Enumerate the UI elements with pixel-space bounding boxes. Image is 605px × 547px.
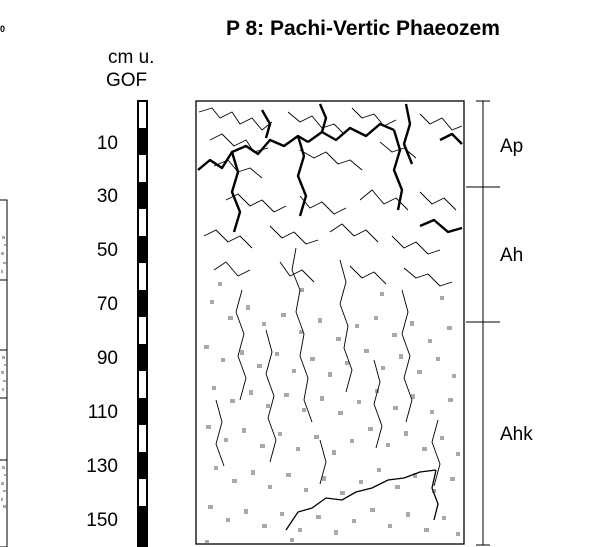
depth-tick-label: 110	[87, 402, 118, 423]
profile-title: P 8: Pachi-Vertic Phaeozem	[226, 17, 500, 40]
fine-cracks	[198, 107, 463, 487]
depth-tick-label: 90	[96, 348, 118, 369]
depth-tick-label: 130	[86, 456, 118, 477]
depth-tick-label: 50	[96, 240, 118, 261]
horizon-label-ah: Ah	[500, 245, 524, 266]
profile-frame	[195, 100, 465, 545]
depth-unit-label-line1: cm u.	[108, 47, 155, 68]
carbonate-speckles	[204, 282, 460, 543]
horizon-label-ahk: Ahk	[500, 424, 533, 445]
base-crack	[285, 469, 439, 531]
left-panel-fragment-label: 0	[0, 24, 6, 34]
depth-tick-label: 30	[96, 186, 118, 207]
depth-tick-label: 70	[96, 294, 118, 315]
depth-tick-label: 150	[86, 510, 118, 531]
left-panel-fragment	[0, 199, 8, 547]
horizon-label-ap: Ap	[500, 136, 524, 157]
depth-scale-bar	[137, 100, 148, 547]
depth-tick-label: 10	[96, 133, 118, 154]
major-cracks	[197, 103, 463, 234]
horizon-bracket	[466, 100, 500, 546]
depth-unit-label-line2: GOF	[106, 70, 148, 91]
